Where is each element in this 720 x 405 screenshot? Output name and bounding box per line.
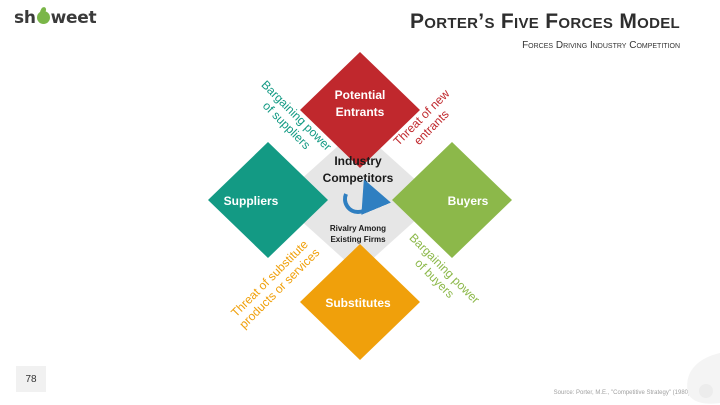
potential-entrants-label-2: Entrants bbox=[336, 105, 385, 119]
page-title: Porter’s Five Forces Model bbox=[410, 10, 680, 33]
watermark-icon bbox=[687, 353, 720, 404]
potential-entrants-label-1: Potential bbox=[335, 88, 386, 102]
center-title-2: Competitors bbox=[323, 171, 394, 185]
logo-text-left: sh bbox=[14, 8, 36, 28]
suppliers-label: Suppliers bbox=[224, 194, 279, 208]
substitutes-label: Substitutes bbox=[325, 296, 391, 310]
center-caption-1: Rivalry Among bbox=[330, 224, 386, 233]
center-title-1: Industry bbox=[334, 154, 382, 168]
page-number: 78 bbox=[16, 366, 46, 392]
page-subtitle: Forces Driving Industry Competition bbox=[522, 40, 680, 51]
rivalry-cycle-icon bbox=[343, 179, 391, 215]
center-diamond bbox=[278, 128, 438, 272]
logo-leaf-icon bbox=[36, 11, 50, 24]
logo-text-right: weet bbox=[50, 8, 97, 28]
substitutes-diamond bbox=[300, 244, 420, 360]
suppliers-diamond bbox=[208, 142, 328, 258]
source-citation: Source: Porter, M.E., "Competitive Strat… bbox=[553, 390, 690, 396]
potential-entrants-diamond bbox=[300, 52, 420, 168]
buyers-diamond bbox=[392, 142, 512, 258]
center-caption-2: Existing Firms bbox=[330, 235, 386, 244]
buyers-label: Buyers bbox=[448, 194, 489, 208]
